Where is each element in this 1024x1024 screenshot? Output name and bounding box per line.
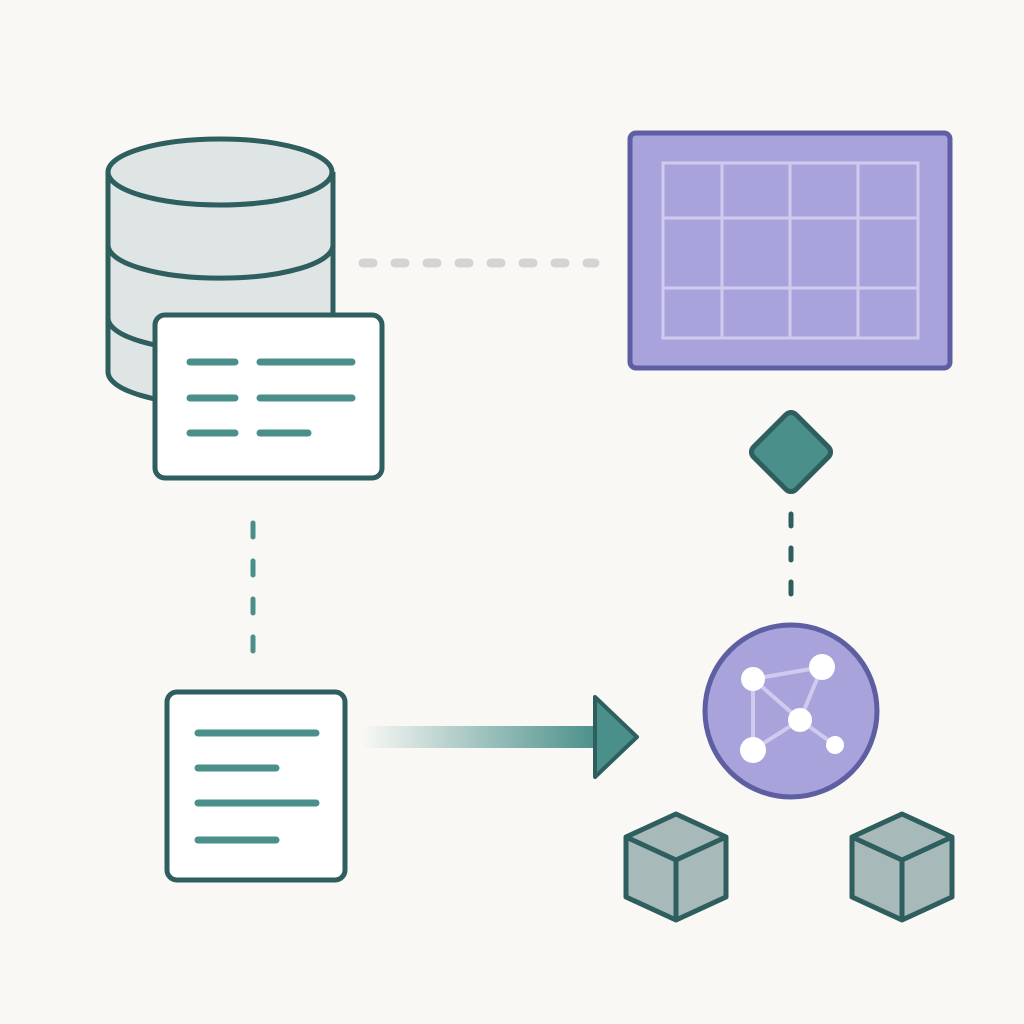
arrow-right-icon bbox=[362, 695, 639, 779]
diamond-icon bbox=[748, 409, 834, 495]
document-icon bbox=[164, 689, 348, 883]
cube-icon bbox=[849, 811, 955, 923]
table-grid-icon bbox=[627, 130, 953, 371]
document-card-icon bbox=[152, 312, 385, 481]
network-graph-icon bbox=[702, 622, 880, 800]
cube-icon bbox=[623, 811, 729, 923]
